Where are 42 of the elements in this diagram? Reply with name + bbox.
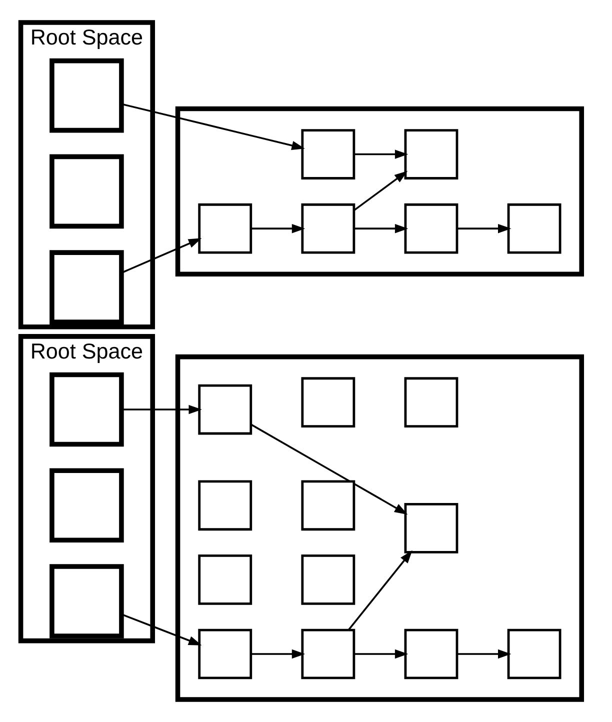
node-box	[50, 154, 124, 229]
node-box	[50, 250, 124, 324]
node-box	[404, 628, 458, 680]
arrow	[457, 224, 512, 234]
node-box	[404, 377, 458, 428]
arrow	[348, 550, 412, 630]
node-box	[404, 203, 458, 254]
cluster: Root Space	[18, 20, 155, 330]
node-box	[301, 554, 356, 605]
node-box	[198, 480, 252, 531]
node-box	[198, 384, 252, 435]
cluster: Root Space	[18, 334, 155, 644]
node-box	[404, 129, 458, 180]
node-box	[50, 372, 124, 447]
arrow	[354, 224, 408, 234]
node-box	[198, 203, 252, 254]
arrow	[354, 150, 408, 159]
node-box	[507, 628, 562, 680]
arrow	[457, 649, 512, 659]
arrow	[122, 404, 202, 414]
arrow	[354, 170, 408, 211]
arrow	[122, 103, 305, 150]
node-box	[50, 564, 124, 638]
node-box	[50, 58, 124, 133]
node-box	[507, 203, 562, 254]
cluster	[175, 354, 584, 702]
arrow	[251, 224, 306, 234]
arrow	[121, 238, 202, 274]
arrow	[354, 649, 408, 659]
node-box	[198, 554, 252, 605]
arrow	[121, 613, 202, 646]
node-box	[198, 628, 252, 680]
node-box	[301, 480, 356, 531]
node-box	[301, 203, 356, 254]
node-box	[50, 468, 124, 543]
arrow	[251, 649, 306, 659]
node-box	[301, 377, 356, 428]
arrow	[250, 424, 408, 515]
cluster	[175, 106, 584, 277]
node-box	[404, 503, 458, 554]
node-box	[301, 129, 356, 180]
node-box	[301, 628, 356, 680]
